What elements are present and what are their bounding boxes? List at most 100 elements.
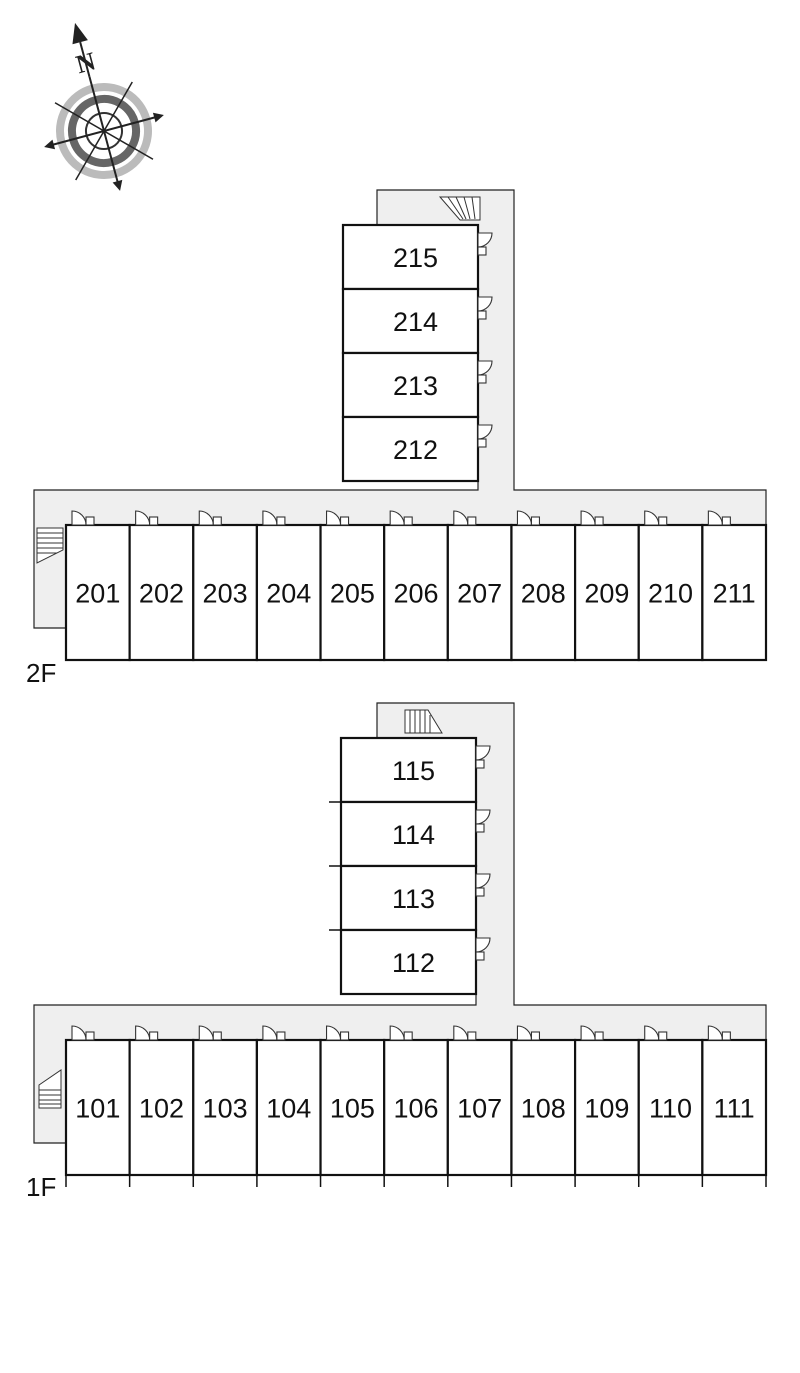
door-icon: [477, 360, 493, 384]
room-number: 103: [203, 1094, 248, 1124]
room-number: 206: [393, 579, 438, 609]
door-icon: [135, 510, 159, 526]
room-unit: 110: [637, 1025, 704, 1187]
room-unit: 106: [383, 1025, 449, 1187]
stairs-icon: [404, 709, 443, 734]
room-unit: 108: [510, 1025, 577, 1187]
room-unit: 210: [637, 510, 704, 662]
room-number: 112: [392, 948, 435, 978]
room-number: 215: [393, 243, 438, 273]
room-unit: 107: [446, 1025, 513, 1187]
room-number: 202: [139, 579, 184, 609]
wing-rooms-2f: 215 214 213 212: [341, 223, 493, 483]
door-icon: [475, 809, 491, 833]
wing-rooms-1f: 115 114 113 112: [329, 736, 491, 996]
door-icon: [475, 873, 491, 897]
floor-label-1f: 1F: [26, 1172, 56, 1202]
room-unit: 115: [339, 736, 491, 804]
room-unit: 202: [128, 510, 195, 662]
door-icon: [644, 510, 668, 526]
door-icon: [580, 510, 604, 526]
room-unit: 214: [341, 287, 493, 355]
room-unit: 212: [341, 415, 493, 483]
room-number: 214: [393, 307, 438, 337]
door-icon: [198, 510, 222, 526]
room-unit: 207: [446, 510, 513, 662]
floor-label-2f: 2F: [26, 658, 56, 688]
door-icon: [325, 1025, 350, 1041]
door-icon: [644, 1025, 668, 1041]
room-number: 212: [393, 435, 438, 465]
door-icon: [135, 1025, 159, 1041]
room-number: 211: [713, 579, 756, 609]
door-icon: [477, 424, 493, 448]
room-number: 114: [392, 820, 435, 850]
room-number: 107: [457, 1094, 502, 1124]
room-number: 109: [584, 1094, 629, 1124]
room-unit: 112: [329, 928, 491, 996]
door-icon: [262, 510, 286, 526]
room-unit: 213: [341, 351, 493, 419]
room-number: 208: [521, 579, 566, 609]
stairs-icon: [36, 527, 64, 564]
room-number: 209: [584, 579, 629, 609]
room-number: 106: [393, 1094, 438, 1124]
room-unit: 203: [192, 510, 259, 662]
door-icon: [580, 1025, 604, 1041]
room-number: 111: [714, 1094, 755, 1124]
room-unit: 206: [383, 510, 449, 662]
room-number: 102: [139, 1094, 184, 1124]
door-icon: [262, 1025, 286, 1041]
door-icon: [71, 510, 95, 526]
room-number: 113: [392, 884, 435, 914]
room-number: 101: [75, 1094, 120, 1124]
door-icon: [198, 1025, 222, 1041]
door-icon: [707, 1025, 731, 1041]
door-icon: [325, 510, 350, 526]
room-unit: 215: [341, 223, 493, 291]
door-icon: [475, 937, 491, 961]
door-icon: [389, 510, 413, 526]
room-unit: 114: [329, 800, 491, 868]
door-icon: [516, 510, 541, 526]
room-number: 105: [330, 1094, 375, 1124]
compass: N: [44, 22, 164, 191]
room-unit: 113: [329, 864, 491, 932]
room-unit: 111: [701, 1025, 768, 1187]
room-number: 108: [521, 1094, 566, 1124]
stairs-icon: [38, 1069, 62, 1109]
door-icon: [516, 1025, 541, 1041]
room-number: 205: [330, 579, 375, 609]
room-unit: 211: [701, 510, 768, 662]
room-unit: 204: [255, 510, 322, 662]
room-number: 204: [266, 579, 311, 609]
compass-icon: N: [44, 22, 164, 191]
room-number: 201: [75, 579, 120, 609]
compass-north-letter: N: [73, 46, 99, 79]
room-unit: 205: [319, 510, 386, 662]
door-icon: [477, 232, 493, 256]
door-icon: [475, 745, 491, 769]
door-icon: [71, 1025, 95, 1041]
room-unit: 201: [64, 510, 131, 662]
room-unit: 101: [64, 1025, 131, 1187]
room-unit: 102: [128, 1025, 195, 1187]
room-unit: 109: [573, 1025, 640, 1187]
door-icon: [389, 1025, 413, 1041]
door-icon: [453, 1025, 477, 1041]
stairs-icon: [438, 196, 481, 221]
room-number: 207: [457, 579, 502, 609]
door-icon: [453, 510, 477, 526]
room-number: 210: [648, 579, 693, 609]
room-number: 110: [649, 1094, 692, 1124]
room-number: 115: [392, 756, 435, 786]
door-icon: [477, 296, 493, 320]
room-unit: 104: [255, 1025, 322, 1187]
room-unit: 208: [510, 510, 577, 662]
room-number: 213: [393, 371, 438, 401]
room-unit: 105: [319, 1025, 386, 1187]
